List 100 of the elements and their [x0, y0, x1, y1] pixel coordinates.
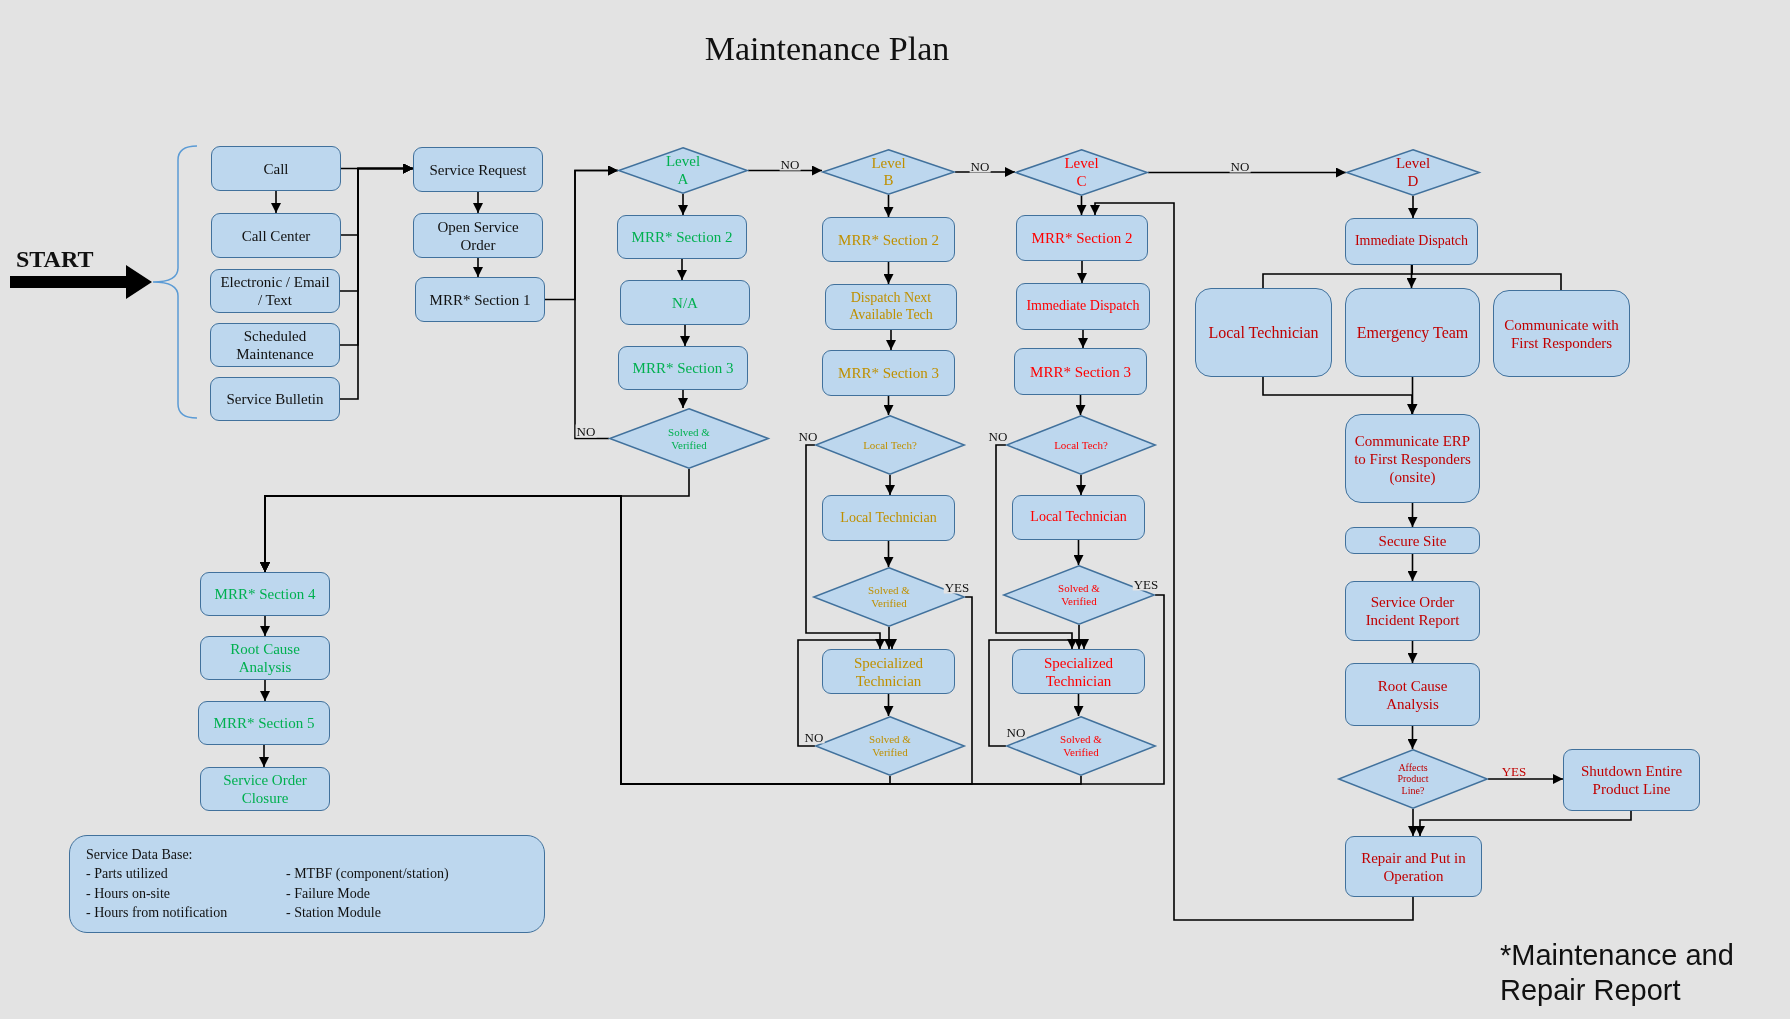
box-text: Service Request — [429, 161, 527, 178]
process-box — [200, 767, 330, 811]
arrow — [1076, 195, 1087, 216]
box-text: Immediate Dispatch — [1026, 298, 1140, 314]
decision-text: Level C — [1063, 155, 1100, 190]
process-box — [1345, 288, 1480, 377]
box-text: MRR* Section 5 — [213, 715, 315, 731]
decision-text: Solved & Verified — [868, 733, 912, 759]
decision-text: Solved & Verified — [667, 425, 711, 452]
arrow — [1090, 202, 1414, 921]
process-box — [617, 215, 747, 259]
box-text: Communicate ERP to First Responders (onsite) — [1354, 432, 1471, 485]
process-box — [822, 350, 955, 396]
arrow — [988, 639, 1089, 747]
list-item: - MTBF (component/station) — [286, 866, 450, 883]
arrow — [886, 329, 896, 351]
arrow — [995, 444, 1077, 650]
box-text: Local Technician — [1208, 323, 1319, 341]
arrow — [680, 324, 690, 347]
arrow — [1407, 640, 1418, 664]
note-box — [69, 835, 545, 933]
process-box — [1345, 836, 1482, 897]
arrow — [339, 163, 414, 400]
process-box — [822, 217, 955, 262]
arrow — [883, 693, 894, 717]
process-box — [413, 147, 543, 192]
process-box — [1345, 527, 1480, 554]
box-text: Repair and Put in Operation — [1361, 849, 1466, 884]
arrow — [1408, 808, 1418, 837]
box-text: Electronic / Email / Text — [220, 274, 330, 308]
arrow — [1073, 539, 1084, 566]
arrow — [678, 389, 688, 409]
decision-text: Local Tech? — [863, 438, 917, 452]
process-box — [210, 323, 340, 367]
arrow — [677, 258, 687, 281]
arrow — [1075, 394, 1086, 416]
decision-text: Solved & Verified — [867, 584, 911, 610]
box-text: Communicate with First Responders — [1504, 316, 1619, 351]
box-text: Specialized Technician — [1043, 654, 1114, 689]
arrow — [1147, 167, 1347, 178]
process-box — [1345, 663, 1480, 726]
process-box — [211, 146, 341, 191]
process-box — [210, 377, 340, 421]
box-text: Scheduled Maintenance — [236, 328, 314, 362]
box-text: MRR* Section 3 — [632, 360, 734, 376]
arrow — [259, 744, 269, 768]
box-text: Shutdown Entire Product Line — [1580, 763, 1683, 797]
arrow — [260, 679, 270, 702]
footnote: *Maintenance and Repair Report — [1500, 938, 1735, 1008]
decision-text: Level B — [870, 154, 907, 190]
decision-text: Level D — [1394, 155, 1432, 190]
box-text: MRR* Section 2 — [1031, 230, 1133, 246]
process-box — [822, 649, 955, 694]
arrow — [1077, 260, 1087, 284]
process-box — [620, 280, 750, 325]
arrow — [883, 540, 894, 568]
connector-line — [1411, 264, 1562, 291]
process-box — [415, 277, 545, 322]
arrow — [1407, 502, 1418, 528]
box-text: Service Order Closure — [223, 772, 307, 806]
arrow — [1407, 553, 1418, 582]
arrow — [1408, 195, 1418, 219]
box-text: Open Service Order — [437, 218, 519, 253]
process-box — [1195, 288, 1332, 377]
process-box — [211, 213, 341, 258]
process-box — [1012, 649, 1145, 694]
arrow — [1487, 774, 1564, 784]
start-label: START — [10, 246, 96, 272]
process-box — [1345, 581, 1480, 641]
arrow — [678, 193, 688, 216]
box-text: Local Technician — [840, 509, 937, 525]
box-text: Specialized Technician — [853, 654, 924, 689]
box-text: Local Technician — [1030, 509, 1127, 525]
decision-text: Level A — [664, 153, 702, 188]
box-text: N/A — [672, 294, 698, 311]
process-box — [1016, 215, 1148, 261]
process-box — [1493, 290, 1630, 377]
box-text: MRR* Section 3 — [838, 365, 939, 381]
arrow — [473, 257, 483, 278]
process-box — [1345, 414, 1480, 503]
box-text: Secure Site — [1378, 532, 1447, 549]
process-box — [1012, 495, 1145, 540]
arrow — [473, 191, 483, 214]
box-text: MRR* Section 1 — [429, 291, 531, 308]
arrow — [1415, 810, 1632, 837]
arrow — [1076, 474, 1086, 496]
arrow — [574, 165, 619, 440]
process-box — [1345, 218, 1478, 265]
box-text: MRR* Section 2 — [631, 229, 733, 245]
arrow — [1078, 329, 1088, 349]
box-text: Call — [263, 160, 289, 177]
box-text: MRR* Section 3 — [1030, 363, 1131, 380]
arrow — [260, 615, 270, 637]
arrow — [1074, 624, 1084, 650]
box-text: MRR* Section 2 — [838, 231, 939, 248]
process-box — [618, 346, 748, 390]
box-text: MRR* Section 4 — [214, 586, 316, 602]
arrow — [883, 261, 894, 285]
list-item: - Parts utilized — [86, 866, 169, 883]
box-text: Call Center — [241, 227, 311, 244]
